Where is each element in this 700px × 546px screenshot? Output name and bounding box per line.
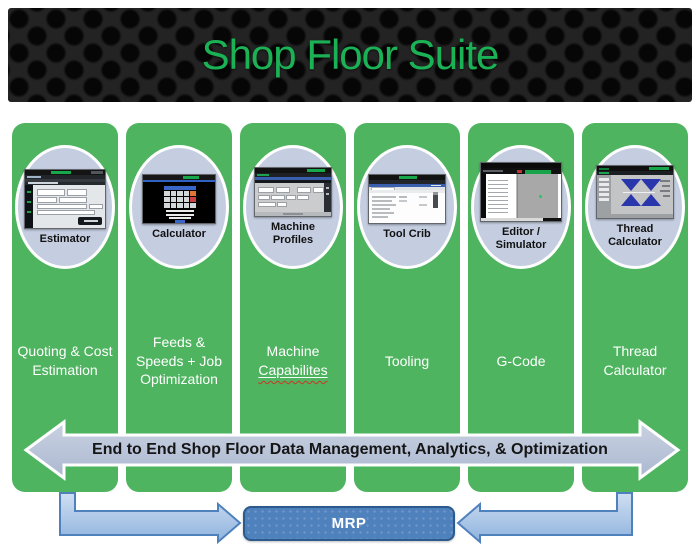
estimator-app-screenshot-icon [24, 168, 106, 229]
left-elbow-arrow [59, 492, 242, 545]
page-title: Shop Floor Suite [201, 31, 500, 78]
oval-thread-calculator: Thread Calculator [585, 145, 685, 269]
capability-label: Feeds & Speeds + Job Optimization [135, 333, 222, 388]
column-estimator: Estimator Quoting & Cost Estimation [12, 123, 118, 492]
column-thread-calculator: Thread Calculator Thread Calculator [582, 123, 688, 492]
capability-label: Tooling [384, 352, 430, 369]
capability-label: Machine Capabilites [258, 343, 328, 378]
app-label: Thread Calculator [608, 223, 662, 248]
column-editor-simulator: Editor / Simulator G-Code [468, 123, 574, 492]
end-to-end-arrow [23, 419, 681, 481]
column-calculator: Calculator Feeds & Speeds + Job Optimiza… [126, 123, 232, 492]
editor-simulator-app-screenshot-icon [480, 162, 562, 223]
app-label: Tool Crib [383, 227, 431, 240]
right-elbow-arrow [456, 492, 633, 545]
tool-crib-app-screenshot-icon [368, 173, 446, 224]
misspelled-word: Capabilites [258, 362, 328, 378]
machine-profiles-app-screenshot-icon [254, 167, 332, 218]
app-label: Calculator [152, 227, 206, 240]
app-label: Estimator [39, 232, 91, 245]
oval-estimator: Estimator [15, 145, 115, 269]
oval-tool-crib: Tool Crib [357, 145, 457, 269]
end-to-end-arrow-label: End to End Shop Floor Data Management, A… [92, 441, 608, 458]
app-label: Editor / Simulator [495, 226, 547, 251]
capability-label: Thread Calculator [603, 343, 667, 378]
column-tool-crib: Tool Crib Tooling [354, 123, 460, 492]
capability-label: Quoting & Cost Estimation [17, 343, 113, 378]
column-machine-profiles: Machine Profiles Machine Capabilites [240, 123, 346, 492]
oval-editor-simulator: Editor / Simulator [471, 145, 571, 269]
oval-machine-profiles: Machine Profiles [243, 145, 343, 269]
mrp-box: MRP [243, 506, 455, 541]
header-banner: Shop Floor Suite [8, 8, 692, 102]
oval-calculator: Calculator [129, 145, 229, 269]
mrp-connector-arrows [59, 492, 633, 545]
thread-calculator-app-screenshot-icon [596, 165, 674, 220]
calculator-app-screenshot-icon [142, 173, 216, 224]
suite-columns: Estimator Quoting & Cost Estimation [12, 123, 688, 492]
capability-label: G-Code [496, 352, 546, 369]
mrp-label: MRP [331, 515, 367, 532]
app-label: Machine Profiles [270, 221, 315, 246]
